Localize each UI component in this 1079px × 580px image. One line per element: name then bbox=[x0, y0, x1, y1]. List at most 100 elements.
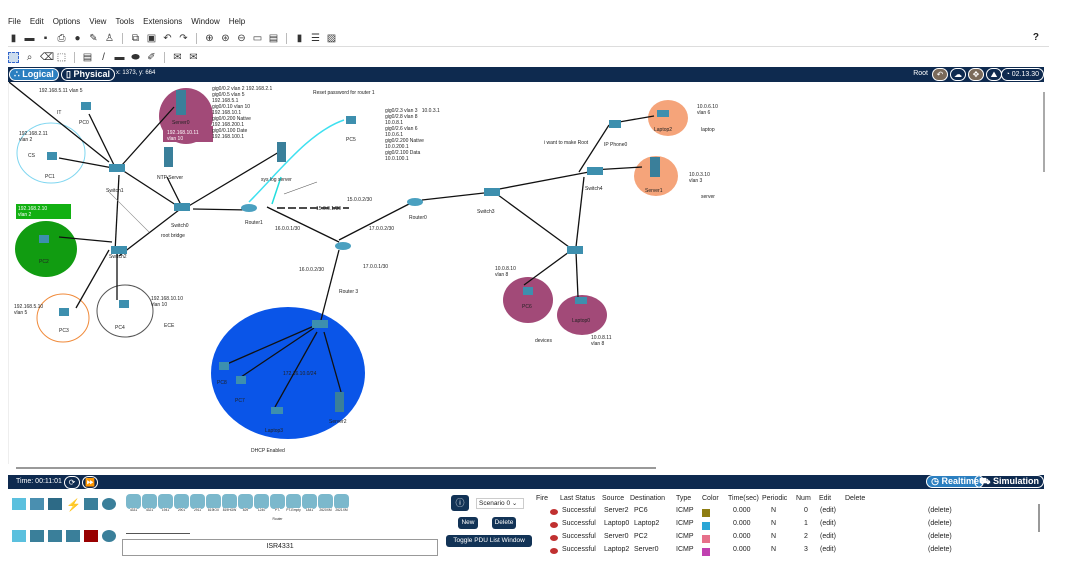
end-devices-icon[interactable] bbox=[30, 498, 44, 510]
cluster-icon[interactable]: ☰ bbox=[311, 32, 320, 44]
pc3[interactable] bbox=[59, 308, 69, 316]
pdu-cell-edit[interactable]: (edit) bbox=[820, 520, 836, 527]
pc7[interactable] bbox=[236, 376, 246, 384]
device-model-tile[interactable]: 4321 bbox=[142, 494, 157, 512]
menu-tools[interactable]: Tools bbox=[115, 17, 135, 26]
freeform-icon[interactable]: ✐ bbox=[147, 51, 156, 63]
new-file-icon[interactable]: ▮ bbox=[10, 32, 17, 44]
open-folder-icon[interactable]: ▬ bbox=[24, 32, 35, 44]
fire-icon[interactable] bbox=[550, 548, 558, 554]
device-model-tile[interactable]: 1240 bbox=[254, 494, 269, 512]
network-devices-icon[interactable] bbox=[12, 498, 26, 510]
background-image-icon[interactable]: ⛰ bbox=[986, 68, 1002, 81]
column-header[interactable]: Time(sec) bbox=[728, 495, 759, 502]
ip-phone0[interactable] bbox=[609, 120, 621, 128]
clock-button[interactable]: ◔ 02.13.30 bbox=[1000, 68, 1044, 81]
fire-icon[interactable] bbox=[550, 522, 558, 528]
device-model-tile[interactable]: 1941 bbox=[158, 494, 173, 512]
pdu-cell-delete[interactable]: (delete) bbox=[928, 546, 952, 553]
server2[interactable] bbox=[335, 392, 344, 412]
fire-icon[interactable] bbox=[550, 509, 558, 515]
pc0[interactable] bbox=[81, 102, 91, 110]
pc5[interactable] bbox=[346, 116, 356, 124]
fire-icon[interactable] bbox=[550, 535, 558, 541]
scenario-select[interactable]: Scenario 0 ⌄ bbox=[476, 498, 524, 509]
new-scenario-button[interactable]: New bbox=[458, 517, 478, 529]
multiuser-icon[interactable] bbox=[102, 498, 116, 510]
connections-icon[interactable]: ⚡ bbox=[66, 498, 81, 512]
menu-options[interactable]: Options bbox=[52, 17, 81, 26]
menu-window[interactable]: Window bbox=[191, 17, 220, 26]
workspace-vertical-scrollbar[interactable] bbox=[1043, 92, 1045, 172]
copy-icon[interactable]: ⧉ bbox=[131, 32, 140, 44]
logical-tab[interactable]: ∴ Logical bbox=[9, 68, 59, 81]
device-model-tile[interactable]: 819HGW bbox=[222, 494, 237, 512]
server1[interactable] bbox=[650, 157, 660, 177]
logical-workspace[interactable]: 192.168.5.11 vlan 5 IT 192.168.2.11 vlan… bbox=[8, 82, 1044, 464]
model-list-scrollbar[interactable] bbox=[126, 533, 190, 534]
pdu-cell-edit[interactable]: (edit) bbox=[820, 546, 836, 553]
pdu-cell-edit[interactable]: (edit) bbox=[820, 533, 836, 540]
menu-extensions[interactable]: Extensions bbox=[143, 17, 183, 26]
physical-tab[interactable]: ▯ Physical bbox=[61, 68, 115, 81]
power-cycle-icon[interactable]: ⟳ bbox=[64, 476, 80, 489]
menu-help[interactable]: Help bbox=[228, 17, 246, 26]
pc8[interactable] bbox=[219, 362, 229, 370]
info-icon[interactable]: ⓘ bbox=[451, 495, 469, 511]
column-header[interactable]: Fire bbox=[536, 495, 549, 502]
ntp-server[interactable] bbox=[164, 147, 173, 167]
toggle-pdu-list-button[interactable]: Toggle PDU List Window bbox=[446, 535, 532, 547]
drawing-palette-icon[interactable]: ▭ bbox=[252, 32, 263, 44]
device-model-tile[interactable]: 2901 bbox=[174, 494, 189, 512]
realtime-tab[interactable]: ◷ Realtime bbox=[926, 475, 984, 488]
pc6[interactable] bbox=[523, 287, 533, 295]
redo-icon[interactable]: ↷ bbox=[179, 32, 188, 44]
cluster-icon[interactable]: ☁ bbox=[950, 68, 966, 81]
activity-wizard-icon[interactable]: ✎ bbox=[89, 32, 98, 44]
help-icon[interactable]: ? bbox=[1032, 32, 1039, 43]
info-icon[interactable]: ● bbox=[74, 32, 81, 44]
note-icon[interactable]: ▤ bbox=[82, 51, 93, 63]
router0[interactable] bbox=[407, 198, 423, 206]
paste-icon[interactable]: ▣ bbox=[146, 32, 157, 44]
column-header[interactable]: Source bbox=[602, 495, 625, 502]
column-header[interactable]: Destination bbox=[630, 495, 666, 502]
column-header[interactable]: Last Status bbox=[560, 495, 596, 502]
pdu-cell-delete[interactable]: (delete) bbox=[928, 520, 952, 527]
save-icon[interactable]: ▪ bbox=[43, 32, 48, 44]
pdu-cell-delete[interactable]: (delete) bbox=[928, 533, 952, 540]
move-object-icon[interactable]: ✥ bbox=[968, 68, 984, 81]
fast-forward-icon[interactable]: ⏩ bbox=[82, 476, 98, 489]
security-icon[interactable] bbox=[84, 530, 98, 542]
wan-emulation-icon[interactable] bbox=[102, 530, 116, 542]
laptop3[interactable] bbox=[271, 407, 283, 414]
image-icon[interactable]: ▨ bbox=[326, 32, 337, 44]
pc4[interactable] bbox=[119, 300, 129, 308]
device-model-tile[interactable]: 2621XM bbox=[334, 494, 349, 512]
switches-icon[interactable] bbox=[30, 530, 44, 542]
wireless-icon[interactable] bbox=[66, 530, 80, 542]
pc1[interactable] bbox=[47, 152, 57, 160]
column-header[interactable]: Num bbox=[796, 495, 811, 502]
switch0[interactable] bbox=[174, 203, 190, 211]
switch1[interactable] bbox=[109, 164, 125, 172]
device-model-tile[interactable]: 2911 bbox=[190, 494, 205, 512]
column-header[interactable]: Delete bbox=[845, 495, 866, 502]
device-model-tile[interactable]: 819IOX bbox=[206, 494, 221, 512]
workspace-horizontal-scrollbar[interactable] bbox=[16, 467, 656, 469]
view-icon[interactable]: ▮ bbox=[296, 32, 303, 44]
simulation-tab[interactable]: ⛟ Simulation bbox=[974, 475, 1044, 488]
rectangle-icon[interactable]: ▬ bbox=[114, 51, 125, 63]
device-model-tile[interactable]: 829 bbox=[238, 494, 253, 512]
column-header[interactable]: Edit bbox=[819, 495, 832, 502]
device-model-tile[interactable]: 4331 bbox=[126, 494, 141, 512]
zoom-out-icon[interactable]: ⊖ bbox=[237, 32, 246, 44]
device-model-tile[interactable]: 2620XM bbox=[318, 494, 333, 512]
column-header[interactable]: Color bbox=[702, 495, 719, 502]
undo-icon[interactable]: ↶ bbox=[163, 32, 172, 44]
menu-view[interactable]: View bbox=[89, 17, 107, 26]
